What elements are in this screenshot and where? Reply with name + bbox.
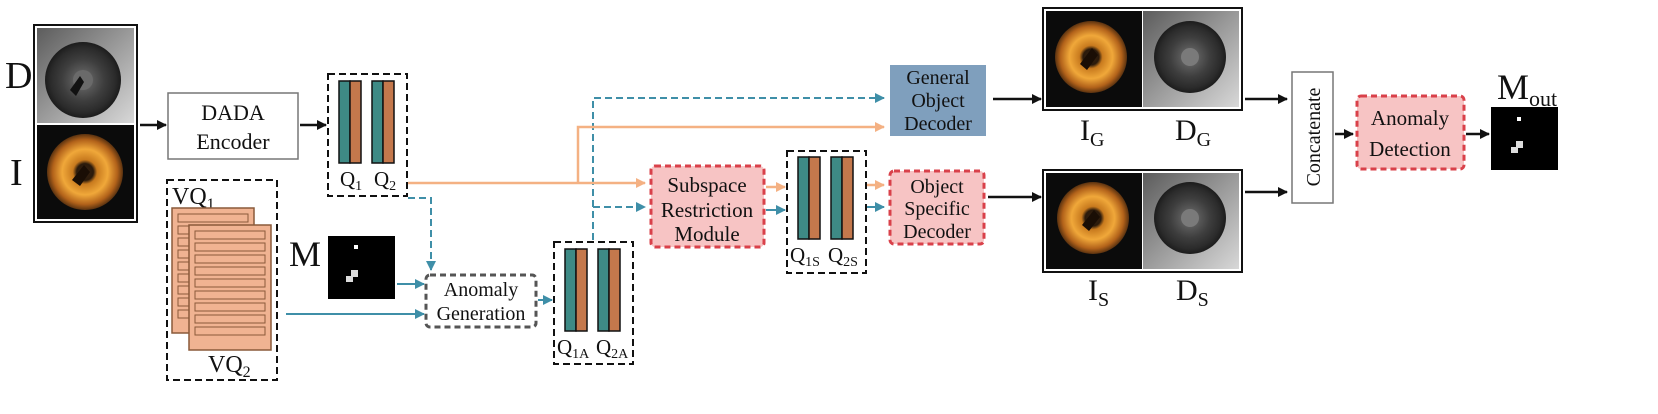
q1a-q2a-features [553, 241, 634, 365]
codebooks-container [166, 179, 278, 381]
q1-label: Q1 [340, 167, 362, 194]
mask-image [328, 236, 395, 299]
anomaly-detection-box [1355, 94, 1466, 171]
subspace-line2: Restriction [661, 198, 754, 222]
anomaly-detection-line2: Detection [1369, 137, 1451, 161]
dg-label: DG [1175, 114, 1211, 151]
general-decoder-line3: Decoder [904, 113, 972, 135]
mask-label: M [289, 234, 321, 274]
dada-encoder-box [167, 92, 299, 160]
vq2-label: VQ2 [208, 352, 251, 381]
ds-label: DS [1176, 274, 1209, 311]
q1s-label: Q1S [790, 243, 820, 270]
concatenate-label: Concatenate [1303, 87, 1325, 186]
q1a-label: Q1A [557, 335, 590, 362]
ig-label: IG [1080, 114, 1104, 151]
general-object-decoder-box [890, 65, 986, 136]
vq2-codebook [188, 224, 272, 351]
subspace-line1: Subspace [667, 173, 746, 197]
specific-decoder-line3: Decoder [903, 221, 971, 243]
q1-q2-features [327, 73, 408, 197]
anomaly-detection-line1: Anomaly [1371, 106, 1450, 130]
general-output-images [1042, 7, 1243, 111]
encoder-label-line2: Encoder [196, 129, 270, 154]
specific-output-images [1042, 169, 1243, 273]
concatenate-box [1291, 71, 1334, 204]
q2-label: Q2 [374, 167, 396, 194]
object-specific-decoder-box [888, 169, 986, 246]
subspace-restriction-module-box [649, 164, 766, 249]
input-image-stack [33, 24, 138, 223]
mout-label: Mout [1497, 67, 1557, 111]
specific-decoder-line1: Object [910, 176, 964, 198]
subspace-line3: Module [674, 222, 739, 246]
general-decoder-line1: General [906, 67, 970, 89]
mout-mask-image [1491, 107, 1558, 170]
image-input-label: I [10, 152, 23, 194]
encoder-label-line1: DADA [201, 100, 265, 125]
q1s-q2s-features [786, 150, 867, 274]
general-decoder-line2: Object [911, 90, 965, 112]
arrow-q-to-general-decoder [576, 122, 885, 183]
arrow-q-to-anomaly-gen [408, 197, 436, 271]
arrow-qa-to-general-decoder [592, 93, 885, 240]
depth-input-label: D [5, 55, 32, 97]
anomaly-generation-box [424, 273, 538, 329]
vq1-label: VQ1 [172, 184, 215, 213]
specific-decoder-line2: Specific [904, 198, 970, 220]
anomaly-gen-line2: Generation [437, 303, 526, 325]
anomaly-gen-line1: Anomaly [444, 279, 518, 301]
is-label: IS [1088, 274, 1109, 311]
q2a-label: Q2A [596, 335, 629, 362]
q2s-label: Q2S [828, 243, 858, 270]
